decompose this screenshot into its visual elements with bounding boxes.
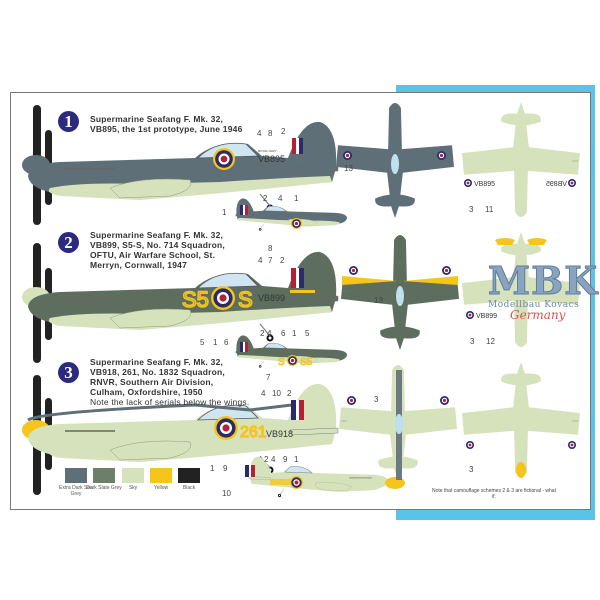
callout-number: 3 bbox=[469, 465, 474, 474]
top-view-scheme-1 bbox=[335, 102, 455, 219]
caption-line: VB895, the 1st prototype, June 1946 bbox=[90, 124, 243, 134]
caption-line: OFTU, Air Warfare School, St. bbox=[90, 250, 216, 260]
color-label: Dark Slate Grey bbox=[86, 485, 122, 491]
serial-text: VB899 bbox=[258, 293, 285, 303]
royal-navy-text: ROYAL NAVY bbox=[258, 149, 277, 153]
color-label: Black bbox=[182, 485, 196, 491]
callout-number: 12 bbox=[486, 337, 495, 346]
serial-text: VB918 bbox=[266, 429, 293, 439]
callout-number: 6 bbox=[224, 338, 229, 347]
callout-number: 1 bbox=[213, 338, 218, 347]
callout-number: 1 bbox=[210, 464, 215, 473]
callout-number: 9 bbox=[283, 455, 288, 464]
squadron-code-right: S bbox=[238, 287, 253, 312]
callout-number: 13 bbox=[344, 164, 353, 173]
caption-line: Supermarine Seafang F. Mk. 32, bbox=[90, 357, 224, 367]
color-label: Sky bbox=[128, 485, 138, 491]
callout-number: 4 bbox=[257, 129, 262, 138]
color-chip-yellow bbox=[150, 468, 172, 483]
logo-main-text: MBK bbox=[488, 258, 599, 303]
callout-number: 2 bbox=[264, 455, 269, 464]
callout-number: 10 bbox=[272, 389, 281, 398]
callout-number: 4 bbox=[278, 194, 283, 203]
fin-flash bbox=[292, 138, 303, 154]
callout-number: 11 bbox=[485, 205, 494, 214]
caption-line: VB899, S5-S, No. 714 Squadron, bbox=[90, 240, 225, 250]
fictional-schemes-note: Note that camouflage schemes 2 & 3 are f… bbox=[432, 488, 556, 500]
scheme-badge-2: 2 bbox=[58, 232, 79, 253]
svg-text:S: S bbox=[278, 357, 285, 368]
color-label: Yellow bbox=[153, 485, 169, 491]
caption-line: Supermarine Seafang F. Mk. 32, bbox=[90, 114, 224, 124]
callout-number: 1 bbox=[292, 329, 297, 338]
top-view-scheme-2 bbox=[340, 234, 460, 351]
callout-number: 5 bbox=[305, 329, 310, 338]
side-view-scheme-2: S5 S VB899 bbox=[27, 251, 339, 343]
scheme-badge-3: 3 bbox=[58, 362, 79, 383]
color-label: Extra Dark Sea Grey bbox=[59, 485, 93, 497]
callout-number: 8 bbox=[268, 244, 273, 253]
callout-number: 1 bbox=[294, 194, 299, 203]
callout-number: 4 bbox=[267, 329, 272, 338]
underwing-serial-left: VB899 bbox=[476, 313, 497, 320]
small-side-view-scheme-2: S S5 bbox=[235, 335, 348, 368]
color-chip-extra-dark-sea-grey bbox=[65, 468, 87, 483]
color-chip-sky bbox=[122, 468, 144, 483]
callout-number: 9 bbox=[223, 464, 228, 473]
caption-line: RNVR, Southern Air Division, bbox=[90, 377, 214, 387]
callout-number: 6 bbox=[281, 329, 286, 338]
logo-sub-text: Modellbau Kovacs bbox=[488, 300, 580, 310]
scheme-caption-2: Supermarine Seafang F. Mk. 32, VB899, S5… bbox=[90, 230, 225, 270]
callout-number: 4 bbox=[258, 256, 263, 265]
caption-line: Supermarine Seafang F. Mk. 32, bbox=[90, 230, 224, 240]
callout-number: 4 bbox=[261, 389, 266, 398]
callout-number: 7 bbox=[266, 373, 271, 382]
underwing-serial-left: VB895 bbox=[474, 181, 495, 188]
scheme-caption-1: Supermarine Seafang F. Mk. 32, VB895, th… bbox=[90, 114, 243, 134]
callout-number: 1 bbox=[294, 455, 299, 464]
underwing-serial-right: VB895 bbox=[546, 181, 567, 188]
callout-number: 10 bbox=[222, 489, 231, 498]
serial-text: VB895 bbox=[258, 154, 285, 164]
svg-text:S5: S5 bbox=[300, 357, 313, 368]
small-side-view-scheme-1 bbox=[235, 198, 348, 231]
callout-number: 2 bbox=[280, 256, 285, 265]
callout-number: 3 bbox=[374, 395, 379, 404]
callout-number: 3 bbox=[469, 205, 474, 214]
callout-number: 7 bbox=[268, 256, 273, 265]
callout-number: 5 bbox=[200, 338, 205, 347]
callout-number: 2 bbox=[287, 389, 292, 398]
callout-number: 2 bbox=[263, 194, 268, 203]
bottom-view-scheme-1: VB895 VB895 bbox=[461, 101, 581, 218]
bottom-view-scheme-3 bbox=[461, 361, 581, 478]
callout-number: 4 bbox=[271, 455, 276, 464]
callout-number: 3 bbox=[470, 337, 475, 346]
top-view-scheme-3 bbox=[338, 364, 458, 481]
bottom-view-scheme-2: VB899 bbox=[461, 231, 581, 348]
callout-number: 13 bbox=[374, 296, 383, 305]
color-chip-black bbox=[178, 468, 200, 483]
side-view-scheme-3: 261 VB918 bbox=[27, 383, 339, 475]
callout-number: 2 bbox=[260, 329, 265, 338]
squadron-code: 261 bbox=[240, 424, 267, 441]
squadron-code-left: S5 bbox=[182, 287, 209, 312]
callout-number: 8 bbox=[268, 129, 273, 138]
scheme-badge-1: 1 bbox=[58, 111, 79, 132]
callout-number: 2 bbox=[281, 127, 286, 136]
caption-line: Merryn, Cornwall, 1947 bbox=[90, 260, 187, 270]
logo-tag-text: Germany bbox=[510, 308, 566, 322]
mbk-logo: MBK Modellbau Kovacs Germany bbox=[488, 258, 600, 322]
caption-line: VB918, 261, No. 1832 Squadron, bbox=[90, 367, 225, 377]
caption-note: Note the lack of serials below the wings… bbox=[90, 397, 250, 407]
caption-line: Culham, Oxfordshire, 1950 bbox=[90, 387, 203, 397]
color-chip-dark-slate-grey bbox=[93, 468, 115, 483]
callout-number: 1 bbox=[222, 208, 227, 217]
side-view-scheme-1: VB895 ROYAL NAVY bbox=[27, 121, 339, 213]
scheme-caption-3: Supermarine Seafang F. Mk. 32, VB918, 26… bbox=[90, 357, 249, 407]
